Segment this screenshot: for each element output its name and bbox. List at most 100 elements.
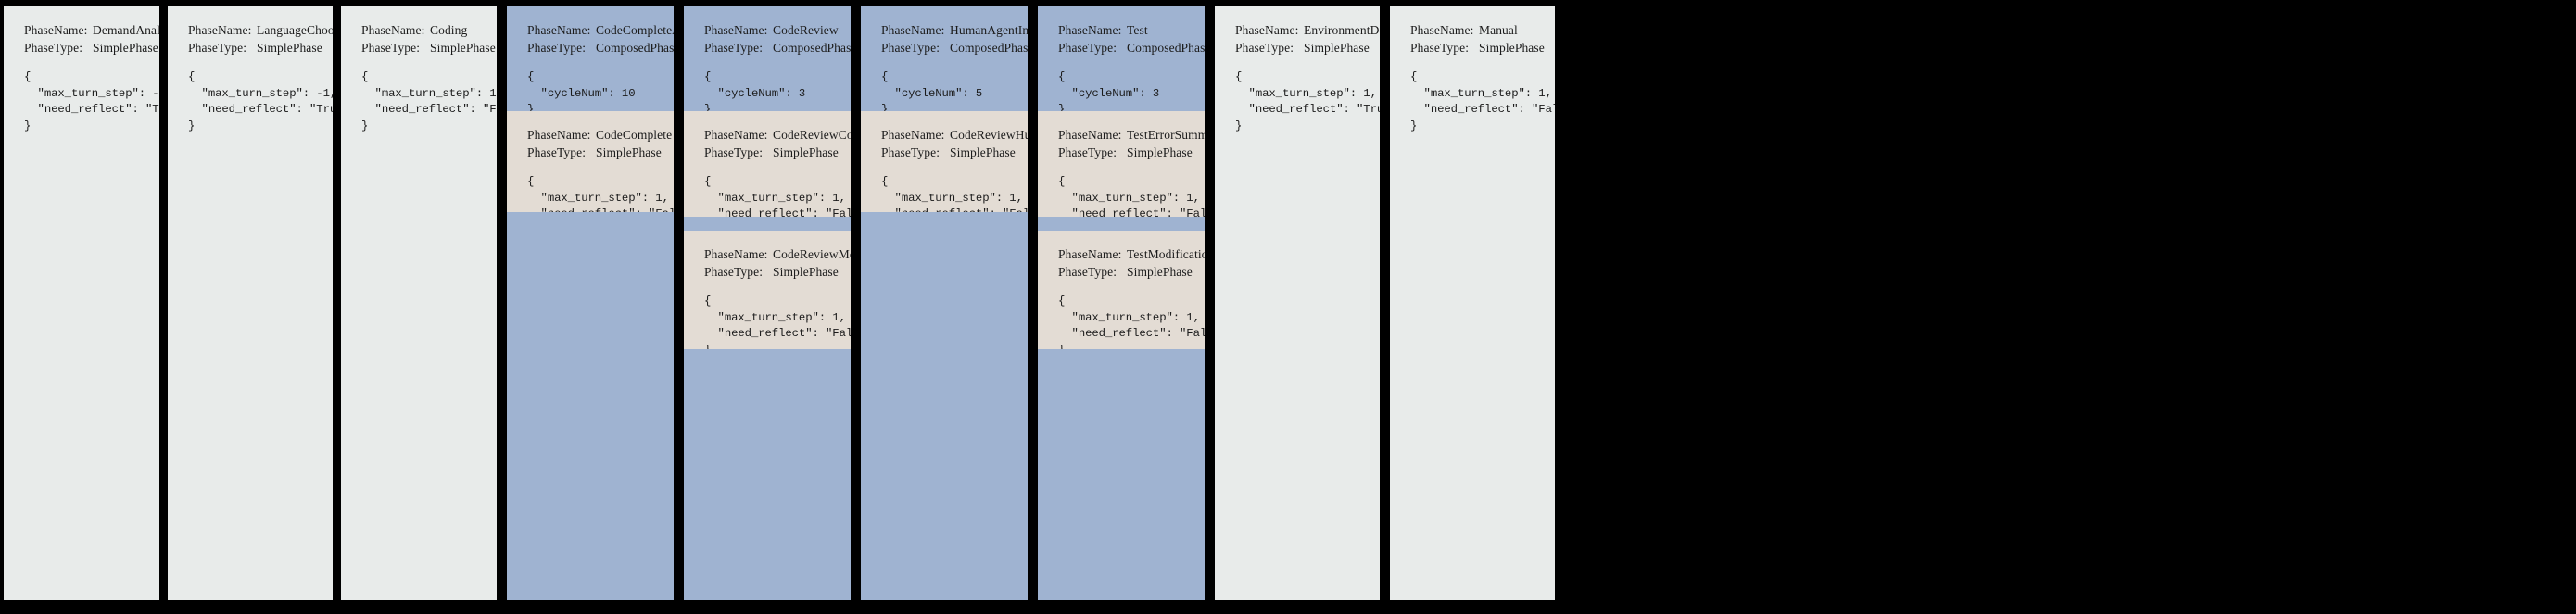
phase-card-coding[interactable]: PhaseName:Coding PhaseType:SimplePhase {… — [341, 6, 497, 600]
subphase-card-test-error-summary[interactable]: PhaseName:TestErrorSummary PhaseType:Sim… — [1038, 111, 1205, 217]
phase-name-row: PhaseName:CodeReview — [704, 21, 839, 39]
phase-config-json: { "max_turn_step": 1, "need_reflect": "F… — [527, 175, 674, 212]
phase-type-key: PhaseType: — [1235, 41, 1294, 55]
phase-name-value: CodeReviewHuman — [950, 128, 1028, 142]
phase-name-value: Manual — [1479, 23, 1518, 37]
phase-name-key: PhaseName: — [704, 247, 768, 261]
subphase-separator-band — [684, 217, 851, 231]
phase-config-json: { "cycleNum": 5 } — [881, 70, 983, 111]
phase-type-key: PhaseType: — [1410, 41, 1470, 55]
phase-column-manual[interactable]: PhaseName:Manual PhaseType:SimplePhase {… — [1390, 6, 1555, 600]
phase-config-json: { "max_turn_step": 1, "need_reflect": "F… — [881, 175, 1028, 212]
phase-card-manual[interactable]: PhaseName:Manual PhaseType:SimplePhase {… — [1390, 6, 1555, 600]
phase-config-json: { "max_turn_step": 1, "need_reflect": "F… — [1410, 70, 1555, 132]
phase-config-json: { "max_turn_step": 1, "need_reflect": "F… — [361, 70, 497, 132]
phase-card-human-agent-interaction[interactable]: PhaseName:HumanAgentInteraction PhaseTyp… — [861, 6, 1028, 111]
column-divider — [1028, 6, 1038, 600]
phase-column-demand-analysis[interactable]: PhaseName: DemandAnalysis PhaseType:Simpl… — [4, 6, 159, 600]
phase-type-row: PhaseType:ComposedPhase — [881, 39, 1028, 56]
phase-type-value: ComposedPhase — [773, 41, 851, 55]
phase-type-row: PhaseType:SimplePhase — [24, 39, 158, 56]
composed-phase-cycle-fill — [861, 212, 1028, 600]
subphase-card-code-complete[interactable]: PhaseName:CodeComplete PhaseType:SimpleP… — [507, 111, 674, 212]
phase-name-value: CodeReview — [773, 23, 839, 37]
phase-column-coding[interactable]: PhaseName:Coding PhaseType:SimplePhase {… — [341, 6, 497, 600]
phase-name-value: TestErrorSummary — [1127, 128, 1205, 142]
phase-name-key: PhaseName: — [881, 23, 945, 37]
phase-type-value: SimplePhase — [1127, 265, 1193, 279]
phase-name-key: PhaseName: — [24, 23, 88, 37]
phase-name-key: PhaseName: — [527, 23, 591, 37]
phase-name-row: PhaseName: TestErrorSummary — [1058, 126, 1205, 144]
phase-type-value: SimplePhase — [257, 41, 322, 55]
figure-right-margin — [1555, 6, 2576, 600]
phase-type-key: PhaseType: — [527, 41, 587, 55]
phase-type-key: PhaseType: — [361, 41, 421, 55]
phase-type-key: PhaseType: — [527, 145, 587, 159]
phase-type-value: SimplePhase — [1479, 41, 1545, 55]
figure-left-margin — [0, 6, 4, 600]
phase-name-row: PhaseName:Coding — [361, 21, 484, 39]
phase-type-row: PhaseType: SimplePhase — [704, 144, 839, 161]
composed-phase-cycle-fill — [507, 212, 674, 600]
phase-type-row: PhaseType:SimplePhase — [704, 263, 839, 281]
phase-card-demand-analysis[interactable]: PhaseName: DemandAnalysis PhaseType:Simpl… — [4, 6, 159, 600]
phase-card-language-choose[interactable]: PhaseName:LanguageChoose PhaseType:Simpl… — [168, 6, 333, 600]
phase-type-row: PhaseType: SimplePhase — [1235, 39, 1370, 56]
phase-type-key: PhaseType: — [881, 41, 941, 55]
subphase-separator-band — [1038, 217, 1205, 231]
phase-name-key: PhaseName: — [1058, 128, 1122, 142]
phase-name-row: PhaseName:TestModification — [1058, 245, 1205, 263]
phase-name-row: PhaseName:CodeReviewComment — [704, 126, 851, 144]
phase-type-value: SimplePhase — [773, 145, 839, 159]
phase-name-value: DemandAnalysis — [93, 23, 159, 37]
phase-type-row: PhaseType: SimplePhase — [1410, 39, 1545, 56]
phase-column-code-complete-all[interactable]: PhaseName:CodeCompleteAll PhaseType:Comp… — [507, 6, 674, 600]
phase-type-row: PhaseType:SimplePhase — [881, 144, 1016, 161]
phase-name-key: PhaseName: — [188, 23, 252, 37]
phase-type-key: PhaseType: — [1058, 145, 1118, 159]
phase-type-key: PhaseType: — [704, 145, 764, 159]
phase-config-json: { "max_turn_step": -1, "need_reflect": "… — [24, 70, 159, 132]
subphase-card-code-review-comment[interactable]: PhaseName:CodeReviewComment PhaseType: Si… — [684, 111, 851, 217]
column-divider — [497, 6, 507, 600]
column-divider — [333, 6, 341, 600]
phase-column-environment-doc[interactable]: PhaseName:EnvironmentDoc PhaseType:Simpl… — [1215, 6, 1380, 600]
phase-type-row: PhaseType:SimplePhase — [1058, 263, 1193, 281]
phase-name-value: Coding — [430, 23, 468, 37]
phase-column-human-agent-interaction[interactable]: PhaseName:HumanAgentInteraction PhaseTyp… — [861, 6, 1028, 600]
phase-card-code-complete-all[interactable]: PhaseName:CodeCompleteAll PhaseType:Comp… — [507, 6, 674, 111]
phase-card-code-review[interactable]: PhaseName:CodeReview PhaseType:ComposedP… — [684, 6, 851, 111]
phase-card-environment-doc[interactable]: PhaseName:EnvironmentDoc PhaseType:Simpl… — [1215, 6, 1380, 600]
phase-column-code-review[interactable]: PhaseName:CodeReview PhaseType:ComposedP… — [684, 6, 851, 600]
phase-type-key: PhaseType: — [188, 41, 247, 55]
phase-name-value: CodeComplete — [596, 128, 673, 142]
phase-config-json: { "cycleNum": 3 } — [704, 70, 806, 111]
phase-type-row: PhaseType:ComposedPhase — [1058, 39, 1205, 56]
subphase-card-code-review-modification[interactable]: PhaseName:CodeReviewModification PhaseTy… — [684, 231, 851, 349]
phase-column-test[interactable]: PhaseName:Test PhaseType:ComposedPhase {… — [1038, 6, 1205, 600]
phase-name-value: Test — [1127, 23, 1148, 37]
phase-config-json: { "max_turn_step": 1, "need_reflect": "F… — [1058, 294, 1205, 349]
phase-type-value: SimplePhase — [773, 265, 839, 279]
phase-card-test[interactable]: PhaseName:Test PhaseType:ComposedPhase {… — [1038, 6, 1205, 111]
subphase-card-code-review-human[interactable]: PhaseName:CodeReviewHuman PhaseType:Simp… — [861, 111, 1028, 212]
phase-type-value: SimplePhase — [596, 145, 662, 159]
phase-name-key: PhaseName: — [1058, 23, 1122, 37]
phase-name-value: CodeReviewComment — [773, 128, 851, 142]
phase-name-row: PhaseName:CodeCompleteAll — [527, 21, 674, 39]
phase-type-value: SimplePhase — [1304, 41, 1370, 55]
phase-config-json: { "cycleNum": 10 } — [527, 70, 636, 111]
subphase-card-test-modification[interactable]: PhaseName:TestModification PhaseType:Sim… — [1038, 231, 1205, 349]
phase-config-json: { "max_turn_step": 1, "need_reflect": "T… — [1235, 70, 1380, 132]
phase-type-row: PhaseType:ComposedPhase — [527, 39, 674, 56]
phase-type-value: SimplePhase — [93, 41, 158, 55]
composed-phase-cycle-fill — [684, 349, 851, 600]
column-divider — [1205, 6, 1215, 600]
phase-name-value: EnvironmentDoc — [1304, 23, 1380, 37]
column-divider — [674, 6, 684, 600]
phase-name-key: PhaseName: — [1058, 247, 1122, 261]
phase-type-value: ComposedPhase — [1127, 41, 1205, 55]
phase-column-language-choose[interactable]: PhaseName:LanguageChoose PhaseType:Simpl… — [168, 6, 333, 600]
